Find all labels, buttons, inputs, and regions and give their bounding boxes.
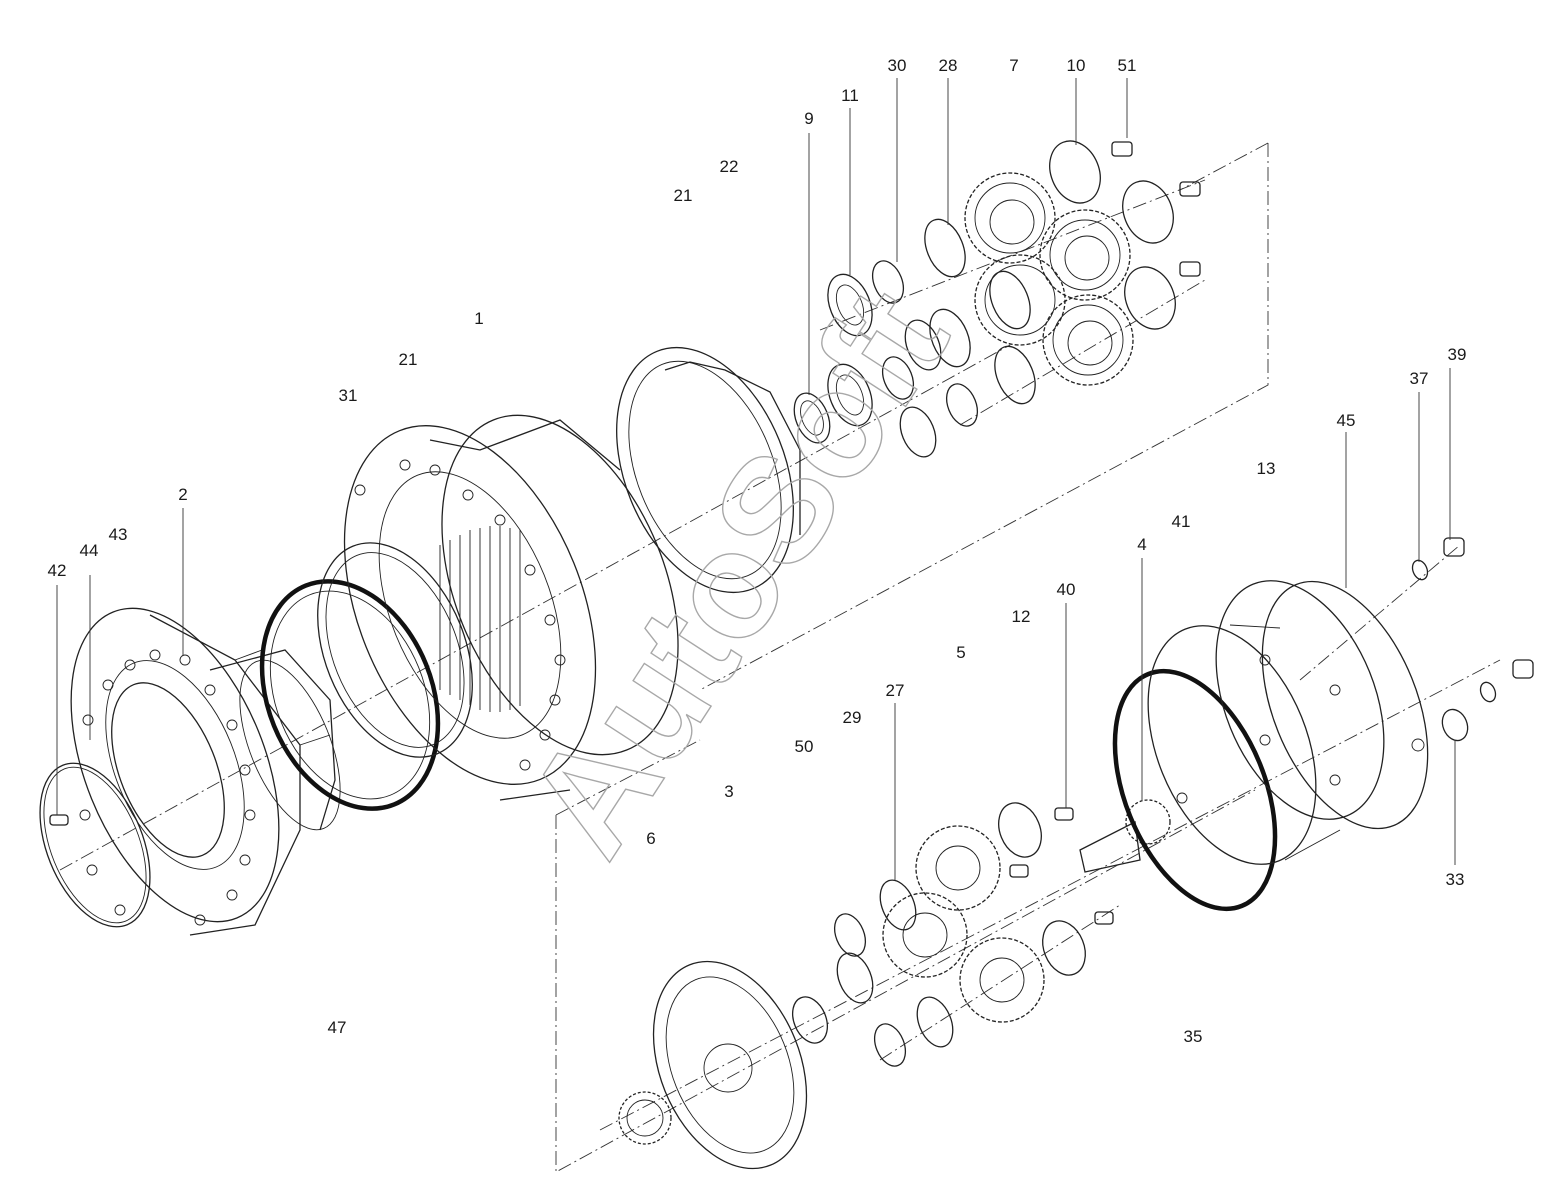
axis-lines — [59, 179, 1501, 1131]
callout-37: 37 — [1410, 369, 1429, 388]
pin-42 — [49, 814, 69, 826]
heavy-o-ring-31 — [259, 579, 441, 811]
thrust-washer-11-lower — [827, 363, 873, 427]
callout-41: 41 — [1172, 512, 1191, 531]
callout-9: 9 — [804, 109, 813, 128]
callout-30: 30 — [888, 56, 907, 75]
callout-44: 44 — [80, 541, 99, 560]
planet-gear-7-a — [964, 172, 1056, 264]
snap-ring-50 — [792, 996, 828, 1044]
spacer-30 — [871, 260, 979, 458]
retaining-ring-22 — [616, 346, 801, 594]
sun-gear-3 — [618, 1091, 672, 1145]
callout-39: 39 — [1448, 345, 1467, 364]
o-ring-42 — [39, 762, 151, 928]
callout-12: 12 — [1012, 607, 1031, 626]
callout-43: 43 — [109, 525, 128, 544]
callout-labels: 30 28 7 10 51 11 9 22 21 1 21 31 39 37 4… — [48, 56, 1467, 1046]
callout-13: 13 — [1257, 459, 1276, 478]
callout-10: 10 — [1067, 56, 1086, 75]
callout-21-lower: 21 — [399, 350, 418, 369]
callout-27: 27 — [886, 681, 905, 700]
callout-33: 33 — [1446, 870, 1465, 889]
flange-bolt-holes — [79, 649, 256, 926]
callout-50: 50 — [795, 737, 814, 756]
thrust-washer-9 — [793, 392, 831, 444]
thrust-plate-10 — [1049, 140, 1176, 330]
callout-51: 51 — [1118, 56, 1137, 75]
leader-lines — [56, 78, 1456, 880]
callout-35: 35 — [1184, 1027, 1203, 1046]
gasket-45 — [1261, 580, 1429, 830]
plug-33 — [1441, 708, 1469, 742]
callout-3: 3 — [724, 782, 733, 801]
input-shaft-4 — [1079, 792, 1188, 873]
callout-31: 31 — [339, 386, 358, 405]
callout-47: 47 — [328, 1018, 347, 1037]
callout-40: 40 — [1057, 580, 1076, 599]
watermark-text: AutoSoft — [494, 260, 980, 882]
planet-gear-5 — [882, 825, 1045, 1023]
lower-section-outline — [555, 739, 1256, 1173]
callout-22: 22 — [720, 157, 739, 176]
thrust-plate-12 — [998, 802, 1086, 976]
planet-gear-7-c — [1042, 294, 1134, 386]
housing-bolt-holes — [354, 459, 566, 771]
callout-7: 7 — [1009, 56, 1018, 75]
callout-42: 42 — [48, 561, 67, 580]
callout-21-upper: 21 — [674, 186, 693, 205]
callout-29: 29 — [843, 708, 862, 727]
bolt-40 — [1009, 807, 1114, 925]
thrust-washer-11-upper — [827, 273, 873, 337]
cover-13 — [1147, 580, 1385, 865]
planet-gear-7-d — [974, 254, 1066, 346]
callout-45: 45 — [1337, 411, 1356, 430]
o-ring-41 — [1112, 668, 1278, 912]
callout-4: 4 — [1137, 535, 1146, 554]
o-ring-37 — [1411, 559, 1497, 703]
needle-bearing-27 — [836, 879, 954, 1048]
callout-28: 28 — [939, 56, 958, 75]
internal-teeth — [439, 526, 521, 712]
bolt-51 — [1111, 141, 1201, 277]
plug-39 — [1443, 537, 1534, 679]
spacer-29 — [833, 913, 907, 1067]
callout-2: 2 — [178, 485, 187, 504]
callout-5: 5 — [956, 643, 965, 662]
planet-gear-7-b — [1039, 209, 1131, 301]
carrier-6 — [652, 960, 808, 1170]
callout-1: 1 — [474, 309, 483, 328]
callout-6: 6 — [646, 829, 655, 848]
flange-housing-2 — [70, 607, 341, 936]
callout-11: 11 — [841, 86, 859, 105]
